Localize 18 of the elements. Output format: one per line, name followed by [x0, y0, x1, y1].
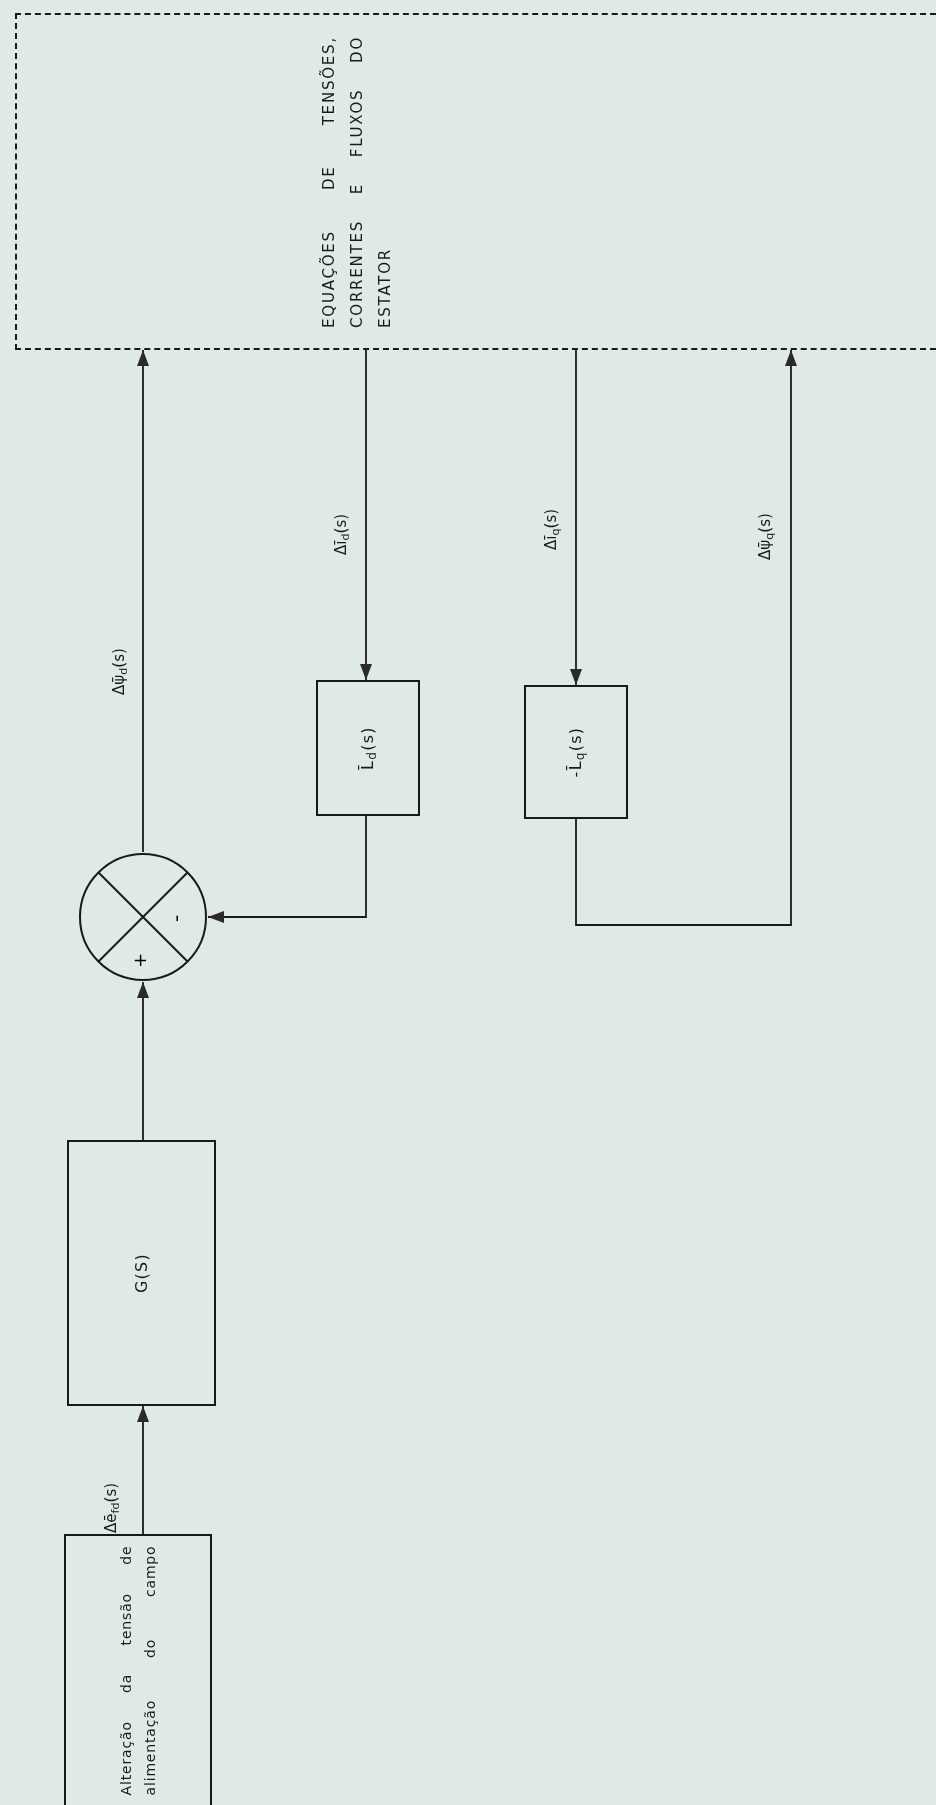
minus-sign: - — [166, 914, 186, 922]
summing-junction — [78, 852, 208, 982]
dashed-subsystem-box — [15, 13, 936, 350]
signal-arrow — [137, 1405, 149, 1535]
block-description: Alteração da tensão de alimentação do campo — [117, 1545, 159, 1796]
signal-arrow — [137, 981, 149, 1141]
transfer-function: G(S) — [130, 1252, 152, 1294]
transfer-function-block — [316, 680, 420, 816]
signal-arrow — [207, 815, 367, 923]
plus-sign: + — [131, 952, 149, 968]
transfer-function-block — [67, 1140, 216, 1406]
signal-arrow — [575, 349, 797, 926]
signal-arrow — [570, 349, 582, 686]
subsystem-title: EQUAÇÕES DE TENSÕES, CORRENTES E FLUXOS DO ESTATOR — [318, 36, 395, 328]
signal-arrow — [360, 349, 372, 681]
signal-arrow — [137, 349, 149, 853]
transfer-function-block — [524, 685, 628, 819]
input-block — [64, 1534, 212, 1805]
